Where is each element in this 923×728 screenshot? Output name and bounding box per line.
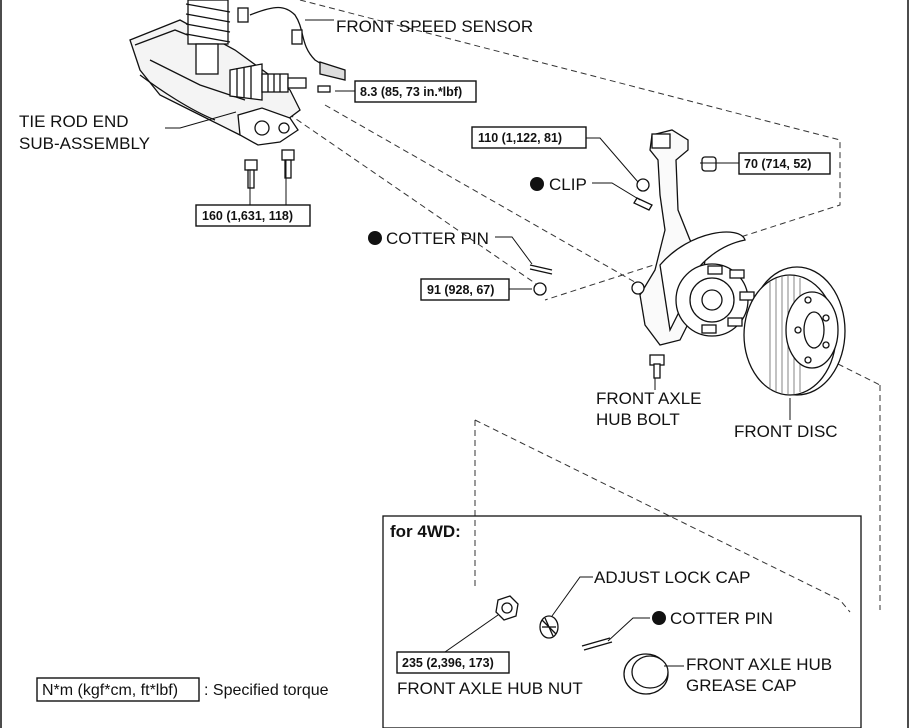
label-front-axle-hub-bolt-line2: HUB BOLT <box>596 410 680 429</box>
label-front-axle-hub-bolt: FRONT AXLE <box>596 389 702 408</box>
label-front-speed-sensor: FRONT SPEED SENSOR <box>336 17 533 36</box>
label-adjust-lock-cap: ADJUST LOCK CAP <box>594 568 751 587</box>
suspension-assembly-drawing <box>129 0 346 189</box>
inset-4wd-parts-drawing <box>495 595 669 695</box>
label-clip: CLIP <box>549 175 587 194</box>
label-tie-rod-end-line2: SUB-ASSEMBLY <box>19 134 150 153</box>
label-cotter-pin-4wd: COTTER PIN <box>670 609 773 628</box>
torque-spec-knuckle-upper: 110 (1,122, 81) <box>471 126 587 149</box>
torque-spec-tie-rod-nut: 91 (928, 67) <box>420 278 510 301</box>
front-disc-drawing <box>743 266 846 396</box>
legend-description: : Specified torque <box>204 682 329 699</box>
torque-spec-speed-sensor: 8.3 (85, 73 in.*lbf) <box>354 80 477 103</box>
torque-legend: N*m (kgf*cm, ft*lbf) : Specified torque <box>36 677 329 702</box>
legend-unit: N*m (kgf*cm, ft*lbf) <box>42 682 178 699</box>
torque-spec-tie-rod-bolts: 160 (1,631, 118) <box>195 204 311 227</box>
torque-spec-hub-nut: 235 (2,396, 173) <box>396 651 510 674</box>
leader-lines <box>165 19 791 667</box>
inset-title: for 4WD: <box>390 522 461 541</box>
torque-value: 91 (928, 67) <box>427 283 494 297</box>
label-front-disc: FRONT DISC <box>734 422 838 441</box>
label-grease-cap-line2: GREASE CAP <box>686 676 797 695</box>
label-front-axle-hub-nut: FRONT AXLE HUB NUT <box>397 679 583 698</box>
non-reusable-icon <box>652 611 666 625</box>
torque-value: 235 (2,396, 173) <box>402 656 494 670</box>
torque-value: 110 (1,122, 81) <box>478 131 562 145</box>
non-reusable-icon <box>530 177 544 191</box>
torque-value: 160 (1,631, 118) <box>202 209 293 223</box>
label-tie-rod-end: TIE ROD END <box>19 112 129 131</box>
inset-4wd-box <box>382 515 862 728</box>
torque-value: 70 (714, 52) <box>744 157 811 171</box>
non-reusable-icon <box>368 231 382 245</box>
steering-knuckle-drawing <box>529 129 755 379</box>
torque-value: 8.3 (85, 73 in.*lbf) <box>360 85 462 99</box>
dashed-assembly-lines <box>279 0 881 613</box>
label-cotter-pin: COTTER PIN <box>386 229 489 248</box>
torque-spec-knuckle-bolt: 70 (714, 52) <box>738 152 831 175</box>
label-grease-cap: FRONT AXLE HUB <box>686 655 832 674</box>
